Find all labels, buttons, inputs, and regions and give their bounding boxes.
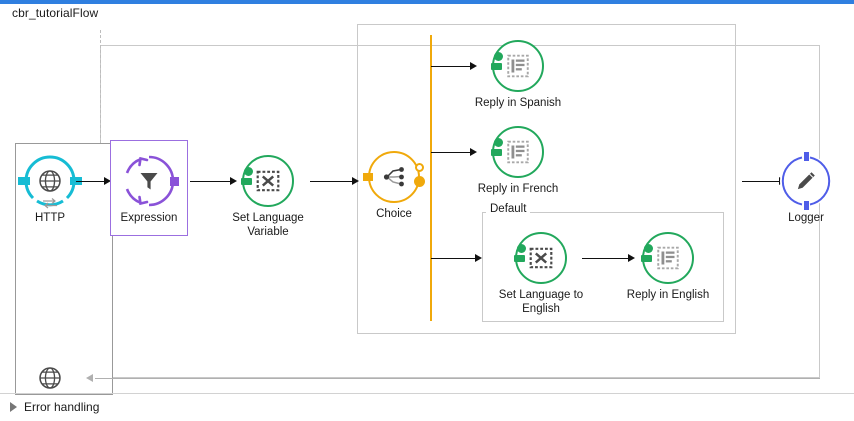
default-route-container	[482, 212, 724, 322]
filter-funnel-icon	[123, 155, 175, 207]
node-reply-in-english-label: Reply in English	[626, 289, 710, 301]
chevron-right-icon[interactable]	[10, 402, 17, 412]
set-variable-icon	[515, 232, 567, 284]
node-reply-in-french-label: Reply in French	[477, 183, 559, 195]
http-exchange-icon	[43, 198, 57, 209]
reply-french-input-connector[interactable]	[491, 149, 502, 156]
reply-english-input-connector[interactable]	[641, 255, 652, 262]
reply-english-input-dot[interactable]	[644, 244, 653, 253]
expression-output-connector[interactable]	[170, 176, 179, 186]
node-set-language-variable-label: Set Language Variable	[232, 212, 304, 238]
reply-french-input-dot[interactable]	[494, 138, 503, 147]
edge-choice-logger	[742, 181, 782, 182]
pencil-icon	[780, 155, 832, 207]
edge-route-french-head	[470, 147, 477, 156]
error-handling-label: Error handling	[24, 400, 100, 414]
edge-setlang-choice	[310, 181, 354, 182]
default-route-label: Default	[486, 203, 531, 215]
set-language-variable-input-dot[interactable]	[244, 167, 253, 176]
edge-expression-setlang-head	[230, 176, 237, 185]
edge-setlangen-replyen-head	[628, 253, 635, 262]
node-reply-in-spanish-label: Reply in Spanish	[474, 97, 562, 109]
transform-message-icon	[492, 40, 544, 92]
choice-route-rail	[430, 35, 432, 321]
edge-error-return-head	[86, 373, 93, 382]
node-logger-label: Logger	[788, 212, 824, 224]
set-language-variable-input-connector[interactable]	[241, 178, 252, 185]
error-handling-section[interactable]: Error handling	[10, 400, 99, 414]
edge-http-expression	[76, 181, 106, 182]
edge-error-return	[95, 378, 820, 379]
transform-message-icon	[492, 126, 544, 178]
set-language-english-input-connector[interactable]	[514, 255, 525, 262]
choice-default-connector[interactable]	[414, 176, 425, 187]
transform-message-icon	[642, 232, 694, 284]
node-choice-label: Choice	[376, 208, 412, 220]
edge-route-default	[431, 258, 478, 259]
edge-route-spanish-head	[470, 61, 477, 70]
globe-icon	[24, 352, 76, 404]
logger-bottom-connector[interactable]	[803, 201, 809, 210]
set-variable-icon	[242, 155, 294, 207]
edge-setlangen-replyen	[582, 258, 630, 259]
edge-route-spanish	[431, 66, 473, 67]
node-http-label: HTTP	[34, 212, 66, 224]
reply-spanish-input-connector[interactable]	[491, 63, 502, 70]
choice-input-connector[interactable]	[363, 173, 373, 181]
choice-route-connector[interactable]	[415, 163, 424, 172]
footer-divider	[0, 393, 854, 394]
logger-top-connector[interactable]	[803, 152, 809, 161]
node-set-language-to-english-label: Set Language to English	[498, 289, 584, 315]
set-language-english-input-dot[interactable]	[517, 244, 526, 253]
reply-spanish-input-dot[interactable]	[494, 52, 503, 61]
flow-title: cbr_tutorialFlow	[12, 6, 99, 20]
edge-http-expression-head	[104, 176, 111, 185]
edge-expression-setlang	[190, 181, 232, 182]
http-input-connector[interactable]	[18, 177, 30, 185]
edge-setlang-choice-head	[352, 176, 359, 185]
node-expression-label: Expression	[120, 212, 178, 224]
choice-branch-icon	[368, 151, 420, 203]
edge-route-french	[431, 152, 473, 153]
edge-route-default-head	[475, 253, 482, 262]
window-accent-bar	[0, 0, 854, 4]
globe-icon	[24, 155, 76, 207]
